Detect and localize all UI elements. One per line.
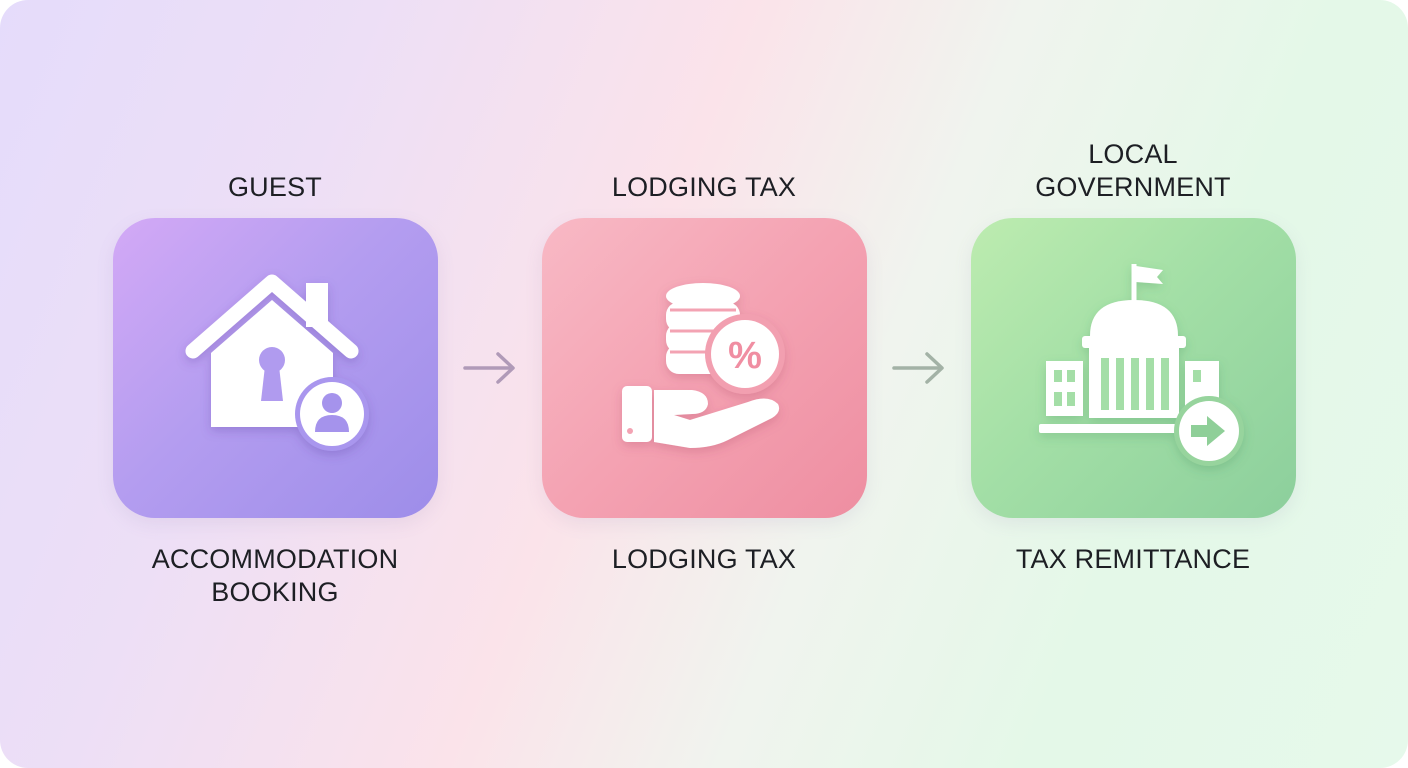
arrow-right-icon xyxy=(463,352,515,384)
guest-title: GUEST xyxy=(105,132,445,204)
lodging-tax-title: LODGING TAX xyxy=(534,132,874,204)
lodging-tax-description: LODGING TAX xyxy=(611,544,797,574)
tax-remittance-description: TAX REMITTANCE xyxy=(1015,544,1251,574)
local-government-title-text: LOCAL GOVERNMENT xyxy=(1035,139,1231,202)
guest-title-text: GUEST xyxy=(227,172,322,202)
local-government-card xyxy=(971,218,1296,518)
house-keyhole-user-icon xyxy=(185,274,369,451)
lodging-tax-card: % xyxy=(542,218,867,518)
guest-card xyxy=(113,218,438,518)
guest-description: ACCOMMODATION BOOKING xyxy=(151,544,399,607)
government-building-arrow-icon xyxy=(1039,264,1244,466)
local-government-title: LOCAL GOVERNMENT xyxy=(963,132,1303,204)
arrow-right-icon xyxy=(892,352,944,384)
lodging-tax-title-text: LODGING TAX xyxy=(611,172,797,202)
svg-text:%: % xyxy=(728,335,762,377)
hand-coins-percent-icon: % xyxy=(622,283,785,448)
